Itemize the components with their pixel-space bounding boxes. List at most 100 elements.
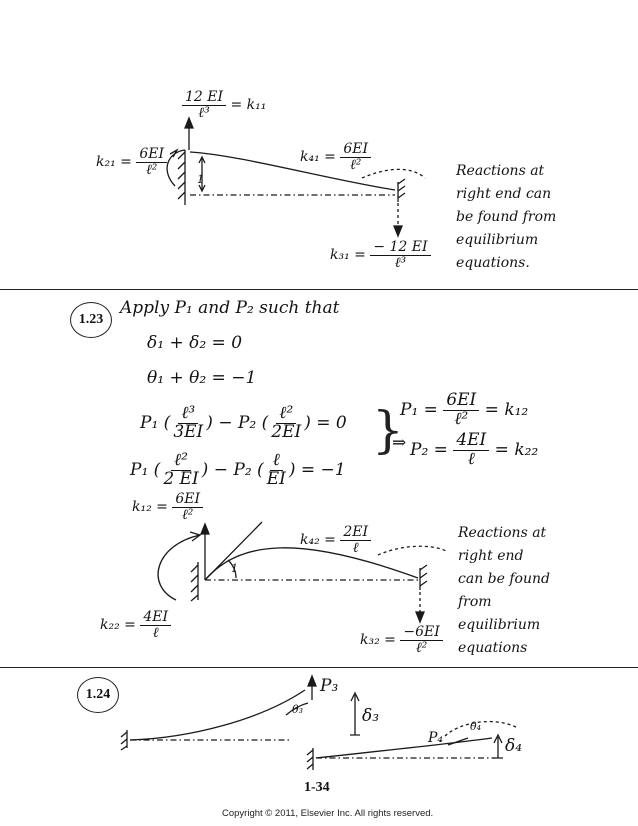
row1-f1-denominator: 3EI	[173, 421, 204, 442]
k31-label: k₃₁ = − 12 EI ℓ³	[330, 240, 431, 270]
right-support-hatch	[397, 178, 406, 199]
k12-denominator: ℓ²	[181, 506, 194, 523]
note-line: right end	[458, 548, 524, 564]
k21-numerator: 6EI	[136, 147, 168, 163]
k22-numerator: 4EI	[140, 610, 172, 626]
row2-f2-denominator: EI	[266, 468, 286, 489]
row2-f2-numerator: ℓ	[269, 451, 283, 471]
note-line: equations	[458, 640, 528, 656]
problem-1-23-heading: Apply P₁ and P₂ such that	[120, 298, 340, 318]
delta3-label: δ₃	[362, 706, 380, 726]
system-brace: }	[372, 401, 404, 459]
p4-arrow	[447, 737, 469, 746]
p1-result-numerator: 6EI	[443, 391, 480, 411]
k21-lhs: k₂₁ =	[96, 154, 132, 171]
beam-sketch-1-24	[120, 674, 519, 770]
delta4-dim-heads	[493, 733, 503, 759]
k21-label: k₂₁ = 6EI ℓ²	[96, 147, 168, 178]
delta3-dim-heads	[350, 691, 360, 736]
k42-numerator: 2EI	[340, 525, 372, 541]
problem-number-1-24: 1.24	[77, 677, 119, 713]
k42-lhs: k₄₂ =	[300, 532, 336, 549]
k22-lhs: k₂₂ =	[100, 617, 136, 634]
k41-moment-arc	[361, 168, 426, 179]
row1-rhs: = 0	[316, 412, 347, 433]
row2-f1-numerator: ℓ²	[171, 451, 191, 471]
left-support-hatch	[190, 564, 199, 602]
k21-denominator: ℓ²	[145, 161, 158, 178]
k42-denominator: ℓ	[352, 539, 359, 556]
top-note-line: equilibrium	[456, 232, 539, 248]
k22-moment-arc	[157, 534, 201, 601]
theta4-arc	[444, 720, 519, 737]
right-support-hatch	[419, 564, 428, 587]
theta4-label: θ₄	[470, 720, 482, 733]
k31-fraction: − 12 EI ℓ³	[370, 240, 431, 270]
top-note-line: Reactions at	[456, 163, 545, 179]
top-note-line: be found from	[456, 209, 557, 225]
k11-label: 12 EI ℓ³ = k₁₁	[182, 90, 266, 120]
k32-numerator: −6EI	[400, 625, 443, 641]
left-deflected-beam	[129, 689, 306, 741]
row1-f1-numerator: ℓ³	[178, 404, 199, 424]
k41-label: k₄₁ = 6EI ℓ²	[300, 142, 372, 172]
theta3-arc	[285, 702, 309, 716]
beam-sketch-top	[166, 116, 426, 238]
p1-result-denominator: ℓ²	[454, 408, 469, 429]
row2-p2: P₂	[233, 459, 252, 480]
k31-lhs: k₃₁ =	[330, 247, 366, 264]
problem-1-23-reaction-note: Reactions at right end can be found from…	[458, 522, 550, 660]
unit-displacement-label: 1	[197, 173, 204, 186]
k21-arrowhead	[169, 148, 179, 158]
note-line: can be found	[458, 571, 550, 587]
implies-arrow: ⇒	[392, 433, 407, 453]
k41-fraction: 6EI ℓ²	[340, 142, 372, 172]
k12-arrowhead	[200, 522, 210, 535]
k31-arrowhead	[393, 225, 403, 238]
deflected-beam-curve	[189, 151, 396, 191]
section-divider	[0, 667, 638, 668]
left-support-hatch	[177, 151, 186, 200]
k22-arrowhead	[189, 531, 202, 542]
row1-f2-denominator: 2EI	[271, 421, 302, 442]
k21-fraction: 6EI ℓ²	[136, 147, 168, 178]
note-line: Reactions at	[458, 525, 547, 541]
row2-f1-denominator: 2 EI	[163, 468, 199, 489]
note-line: from	[458, 594, 492, 610]
row2-rhs: = −1	[300, 459, 346, 480]
equation-theta-sum: θ₁ + θ₂ = −1	[147, 368, 257, 388]
row1-minus: −	[218, 412, 233, 433]
copyright-notice: Copyright © 2011, Elsevier Inc. All righ…	[222, 808, 434, 819]
row1-p1: P₁	[140, 412, 159, 433]
top-note-line: equations.	[456, 255, 530, 271]
p2-result-numerator: 4EI	[453, 431, 490, 451]
section-divider	[0, 289, 638, 290]
k32-denominator: ℓ²	[415, 639, 428, 656]
k11-fraction: 12 EI ℓ³	[182, 90, 227, 120]
k41-lhs: k₄₁ =	[300, 149, 336, 166]
k42-moment-arc	[377, 545, 449, 556]
left-support-hatch	[120, 731, 128, 751]
theta3-label: θ₃	[292, 703, 304, 716]
p2-result-rhs: = k₂₂	[494, 439, 539, 460]
k12-lhs: k₁₂ =	[132, 499, 168, 516]
note-line: equilibrium	[458, 617, 541, 633]
p3-label: P₃	[320, 676, 339, 696]
p1-result-lhs: P₁ =	[400, 399, 438, 420]
k22-denominator: ℓ	[152, 624, 159, 641]
p2-result-denominator: ℓ	[467, 448, 475, 469]
row1-p2: P₂	[237, 412, 257, 433]
deflected-beam-curve	[204, 547, 419, 581]
